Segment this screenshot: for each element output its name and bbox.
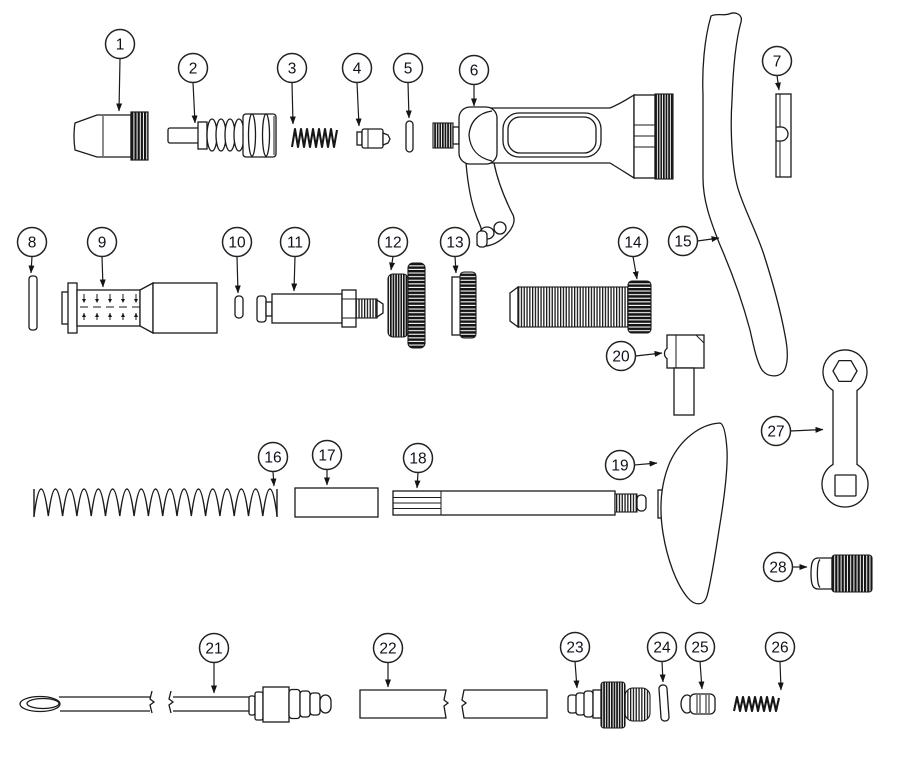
- callout-number: 17: [318, 448, 335, 465]
- callout-2: 2: [177, 52, 209, 124]
- callout-number: 6: [470, 63, 479, 80]
- callout-18: 18: [402, 442, 434, 489]
- part-2-valve-body: [167, 113, 277, 158]
- callout-number: 24: [653, 640, 671, 657]
- part-6-gun-body: [432, 93, 674, 248]
- part-11-plunger-rod: [256, 289, 384, 328]
- callout-number: 20: [612, 349, 630, 366]
- callout-4: 4: [341, 52, 373, 127]
- callout-19: 19: [604, 449, 658, 481]
- part-21-draw-off-needle: [19, 686, 332, 723]
- part-1-nozzle-cap: [73, 111, 149, 161]
- callout-number: 26: [771, 640, 788, 657]
- part-7-latch-plate: [775, 93, 792, 178]
- part-9-dose-barrel: [61, 281, 218, 335]
- callout-number: 11: [287, 235, 303, 252]
- callout-23: 23: [559, 631, 591, 689]
- callout-number: 10: [228, 235, 246, 252]
- callout-22: 22: [372, 632, 404, 688]
- part-26-small-spring: [732, 695, 781, 713]
- part-14-threaded-tube: [509, 280, 652, 334]
- callout-3: 3: [276, 52, 308, 125]
- callout-21: 21: [198, 632, 230, 694]
- part-10-pin: [234, 295, 244, 319]
- part-4-valve-plug: [356, 128, 391, 149]
- callout-5: 5: [392, 52, 424, 119]
- callout-number: 23: [566, 640, 583, 657]
- callout-number: 4: [353, 61, 362, 78]
- part-27-wrench-tool: [821, 349, 869, 508]
- callout-number: 5: [404, 61, 413, 78]
- callout-17: 17: [311, 439, 343, 486]
- part-13-knurled-ring: [451, 271, 477, 339]
- part-16-main-spring: [33, 488, 278, 517]
- part-3-valve-spring: [290, 127, 339, 149]
- callout-number: 19: [611, 458, 628, 475]
- callout-26: 26: [764, 631, 796, 691]
- part-8-pin: [28, 275, 38, 331]
- part-17-sleeve: [294, 487, 379, 518]
- part-12-threaded-ring-set: [387, 262, 426, 349]
- callout-number: 27: [767, 424, 784, 441]
- part-5-pin: [405, 120, 414, 153]
- callout-14: 14: [617, 226, 649, 280]
- part-22-connecting-tube: [359, 689, 548, 719]
- callout-12: 12: [377, 226, 409, 271]
- part-28-knurled-cap: [810, 554, 873, 593]
- callout-9: 9: [86, 226, 118, 288]
- callout-number: 22: [379, 641, 396, 658]
- callout-number: 1: [116, 37, 125, 54]
- callout-27: 27: [760, 415, 824, 447]
- callout-13: 13: [439, 226, 471, 274]
- callout-8: 8: [16, 226, 48, 274]
- part-15-lever-handle: [702, 12, 788, 377]
- callout-10: 10: [221, 226, 253, 294]
- callout-24: 24: [646, 631, 678, 683]
- callout-25: 25: [684, 631, 716, 690]
- callout-6: 6: [458, 54, 490, 107]
- callout-number: 21: [205, 641, 222, 658]
- callouts: 1 2 3 4 5 6 7: [16, 28, 824, 694]
- callout-number: 16: [264, 450, 281, 467]
- callout-16: 16: [257, 441, 289, 487]
- callout-number: 2: [189, 61, 198, 78]
- callout-15: 15: [667, 225, 720, 257]
- callout-number: 25: [691, 640, 708, 657]
- callout-11: 11: [279, 226, 311, 292]
- part-23-hose-barb-fitting: [567, 681, 651, 729]
- callout-number: 13: [446, 235, 463, 252]
- part-18-piston-rod: [392, 490, 647, 516]
- part-24-pin: [658, 684, 670, 722]
- callout-20: 20: [605, 340, 663, 372]
- callout-number: 8: [28, 235, 37, 252]
- callout-number: 14: [624, 235, 642, 252]
- callout-number: 28: [769, 560, 786, 577]
- part-25-valve-insert: [680, 693, 716, 715]
- part-19-grip-handle: [657, 422, 728, 605]
- part-20-adjuster-block: [663, 334, 705, 416]
- callout-7: 7: [761, 45, 793, 91]
- callout-number: 9: [98, 235, 107, 252]
- callout-number: 15: [674, 234, 691, 251]
- callout-28: 28: [762, 551, 808, 583]
- callout-number: 7: [773, 54, 782, 71]
- scale-graduations: [80, 294, 140, 320]
- callout-number: 3: [288, 61, 297, 78]
- callout-number: 18: [409, 451, 426, 468]
- callout-1: 1: [104, 28, 136, 112]
- callout-number: 12: [384, 235, 401, 252]
